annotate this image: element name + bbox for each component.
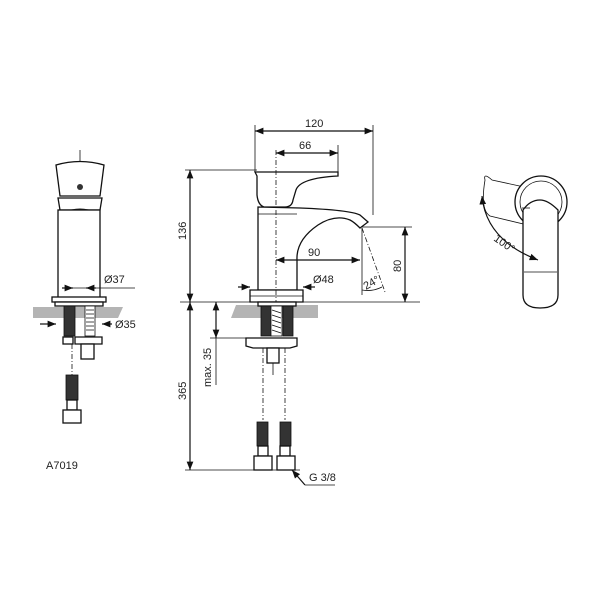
- spout-height-label: 80: [392, 260, 404, 272]
- top-view: 100°: [479, 175, 568, 309]
- hole-diameter-label: Ø35: [115, 319, 136, 331]
- spout-reach-label: 90: [308, 247, 320, 259]
- handle-width-label: 66: [299, 140, 311, 152]
- hose-length-label: 365: [177, 382, 189, 400]
- overall-width-label: 120: [305, 118, 323, 130]
- rotation-angle-label: 100°: [491, 233, 517, 256]
- front-handle: [55, 160, 105, 197]
- side-handle: [253, 171, 339, 208]
- spout-angle-label: 24°: [362, 274, 382, 293]
- model-code: A7019: [46, 460, 78, 472]
- top-handle: [522, 199, 559, 309]
- front-body: [57, 209, 101, 299]
- thread-label: G 3/8: [309, 472, 336, 484]
- max-deck-label: max. 35: [202, 348, 214, 387]
- height-label: 136: [177, 222, 189, 240]
- front-sink-section: [33, 307, 123, 318]
- side-body: [257, 206, 370, 291]
- front-view: Ø37 Ø35 A7019: [33, 150, 136, 472]
- body-diameter-label: Ø37: [104, 274, 125, 286]
- side-view: 24° 120 66 136 90 80 Ø48: [177, 118, 420, 486]
- base-diameter-label: Ø48: [313, 274, 334, 286]
